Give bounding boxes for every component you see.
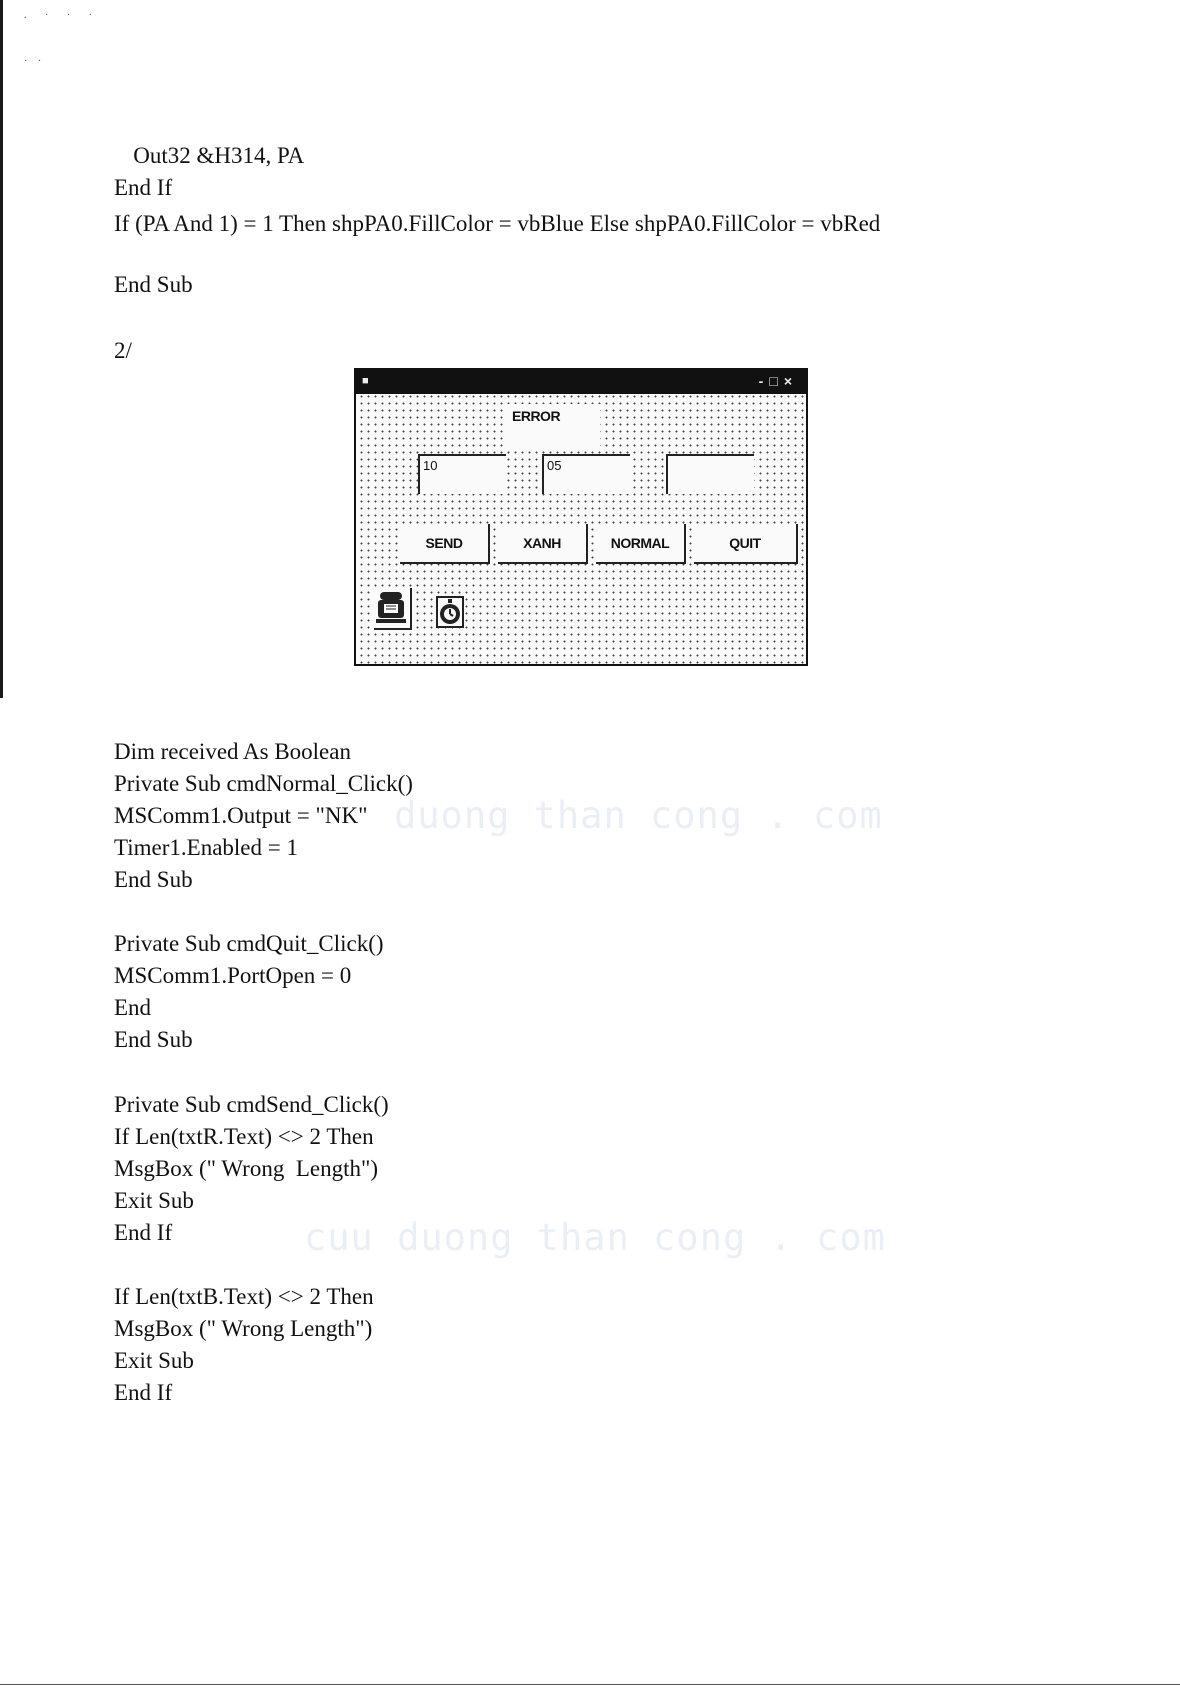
watermark: duong than cong . com: [394, 794, 883, 837]
code-line: Dim received As Boolean: [114, 739, 351, 764]
code-line: Private Sub cmdNormal_Click(): [114, 771, 413, 796]
code-line: End Sub: [114, 1027, 193, 1052]
code-line: Private Sub cmdSend_Click(): [114, 1092, 389, 1117]
quit-button[interactable]: QUIT: [694, 524, 798, 564]
code-line: If (PA And 1) = 1 Then shpPA0.FillColor …: [114, 211, 881, 236]
code-line: MSComm1.Output = "NK": [114, 803, 368, 828]
window-controls: -□×: [759, 373, 798, 389]
code-line: MsgBox (" Wrong Length"): [114, 1156, 379, 1181]
code-line: End If: [114, 175, 173, 200]
code-line: Exit Sub: [114, 1188, 194, 1213]
code-line: End: [114, 995, 152, 1020]
code-line: If Len(txtB.Text) <> 2 Then: [114, 1284, 374, 1309]
minimize-icon[interactable]: -: [758, 373, 770, 389]
error-label: ERROR: [506, 404, 600, 450]
scan-bottom-edge: [0, 1684, 1180, 1685]
maximize-icon[interactable]: □: [769, 373, 784, 389]
vb-title-bar: ■ -□×: [356, 370, 806, 394]
form-title: [380, 374, 384, 389]
code-line: End If: [114, 1220, 173, 1245]
code-line: Exit Sub: [114, 1348, 194, 1373]
scan-specks: · ·: [24, 56, 46, 67]
scan-left-edge: [0, 0, 3, 698]
xanh-button[interactable]: XANH: [498, 524, 588, 564]
mscomm-telephone-icon: [374, 588, 412, 630]
code-line: End If: [114, 1380, 173, 1405]
vb-form-window: ■ -□× ERROR 10 05 SEND XANH NORMAL QUIT: [354, 368, 808, 666]
code-line: End Sub: [114, 867, 193, 892]
code-line: Out32 &H314, PA: [116, 143, 305, 168]
scan-specks: . · · ·: [24, 10, 100, 21]
code-line: MSComm1.PortOpen = 0: [114, 963, 352, 988]
text-input-b[interactable]: 05: [542, 454, 630, 494]
code-line: MsgBox (" Wrong Length"): [114, 1316, 373, 1341]
watermark: cuu duong than cong . com: [304, 1216, 886, 1259]
timer-stopwatch-icon: [436, 596, 464, 628]
normal-button[interactable]: NORMAL: [596, 524, 686, 564]
text-input-3[interactable]: [666, 454, 754, 494]
text-input-r[interactable]: 10: [418, 454, 506, 494]
section-number: 2/: [114, 338, 132, 363]
code-line: Timer1.Enabled = 1: [114, 835, 298, 860]
close-icon[interactable]: ×: [783, 373, 798, 389]
code-line: If Len(txtR.Text) <> 2 Then: [114, 1124, 374, 1149]
code-line: Private Sub cmdQuit_Click(): [114, 931, 384, 956]
code-line: End Sub: [114, 272, 193, 297]
form-icon: ■: [362, 375, 369, 387]
send-button[interactable]: SEND: [400, 524, 490, 564]
